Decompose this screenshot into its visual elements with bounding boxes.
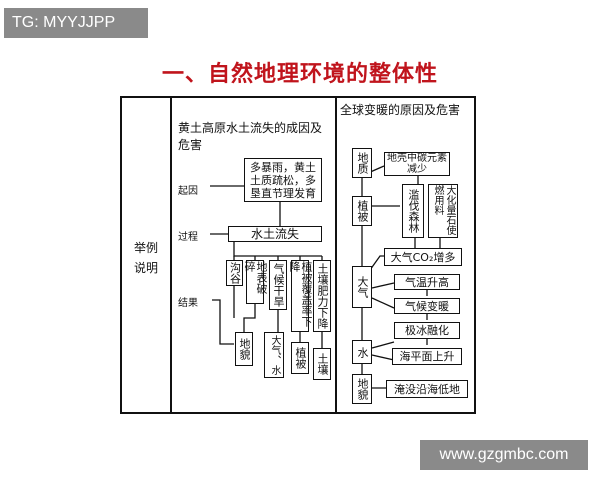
cause-box: 多暴雨，黄土土质疏松，多垦直节理发育	[244, 158, 322, 202]
chain-box-vegetation: 植被	[352, 196, 372, 226]
chain-box-landform: 地貌	[352, 374, 372, 404]
chain-box-atmosphere: 大气	[352, 266, 372, 308]
diagram-frame: 举例 说明 黄土高原水土	[120, 96, 476, 414]
column-divider-right	[335, 98, 337, 412]
column-divider-left	[170, 98, 172, 412]
effect-box-landform: 地貌	[235, 332, 253, 366]
effect-box-vegetation: 植被	[291, 342, 309, 374]
ice-melt-box: 极冰融化	[394, 322, 460, 339]
carbon-decrease-box: 地壳中碳元素减少	[384, 152, 450, 176]
row-label-process: 过程	[178, 232, 198, 243]
row-label-result: 结果	[178, 298, 198, 309]
deforestation-box: 滥伐森林	[402, 184, 424, 238]
temperature-rise-box: 气温升高	[394, 274, 460, 290]
chain-box-water: 水	[352, 340, 372, 364]
sea-level-rise-box: 海平面上升	[392, 348, 462, 365]
process-box: 水土流失	[228, 226, 322, 242]
page-title: 一、自然地理环境的整体性	[161, 62, 438, 87]
chain-box-geology: 地质	[352, 148, 372, 178]
site-watermark: www.gzgmbc.com	[420, 440, 588, 470]
left-panel-heading: 黄土高原水土流失的成因及危害	[178, 121, 323, 152]
result-box-soil: 土壤肥力下降	[313, 260, 331, 332]
coastal-flooding-box: 淹没沿海低地	[386, 380, 468, 398]
watermark-tag: TG: MYYJJPP	[4, 8, 148, 38]
co2-increase-box: 大气CO₂增多	[384, 248, 462, 266]
result-box-surface: 地表破碎	[243, 260, 268, 304]
fossil-fuel-box: 大化量石使燃用料	[428, 184, 458, 238]
climate-warming-box: 气候变暖	[394, 298, 460, 314]
side-label: 举例 说明	[133, 241, 158, 275]
result-box-gully: 沟谷	[226, 260, 243, 286]
effect-box-air-water: 大气、水	[264, 332, 284, 378]
result-box-vegetation: 植被覆盖率下降	[288, 260, 313, 332]
effect-box-soil: 土壤	[313, 348, 331, 380]
row-label-cause: 起因	[178, 186, 198, 197]
result-box-climate: 气候干旱	[269, 260, 287, 310]
right-panel-heading: 全球变暖的原因及危害	[340, 103, 461, 117]
